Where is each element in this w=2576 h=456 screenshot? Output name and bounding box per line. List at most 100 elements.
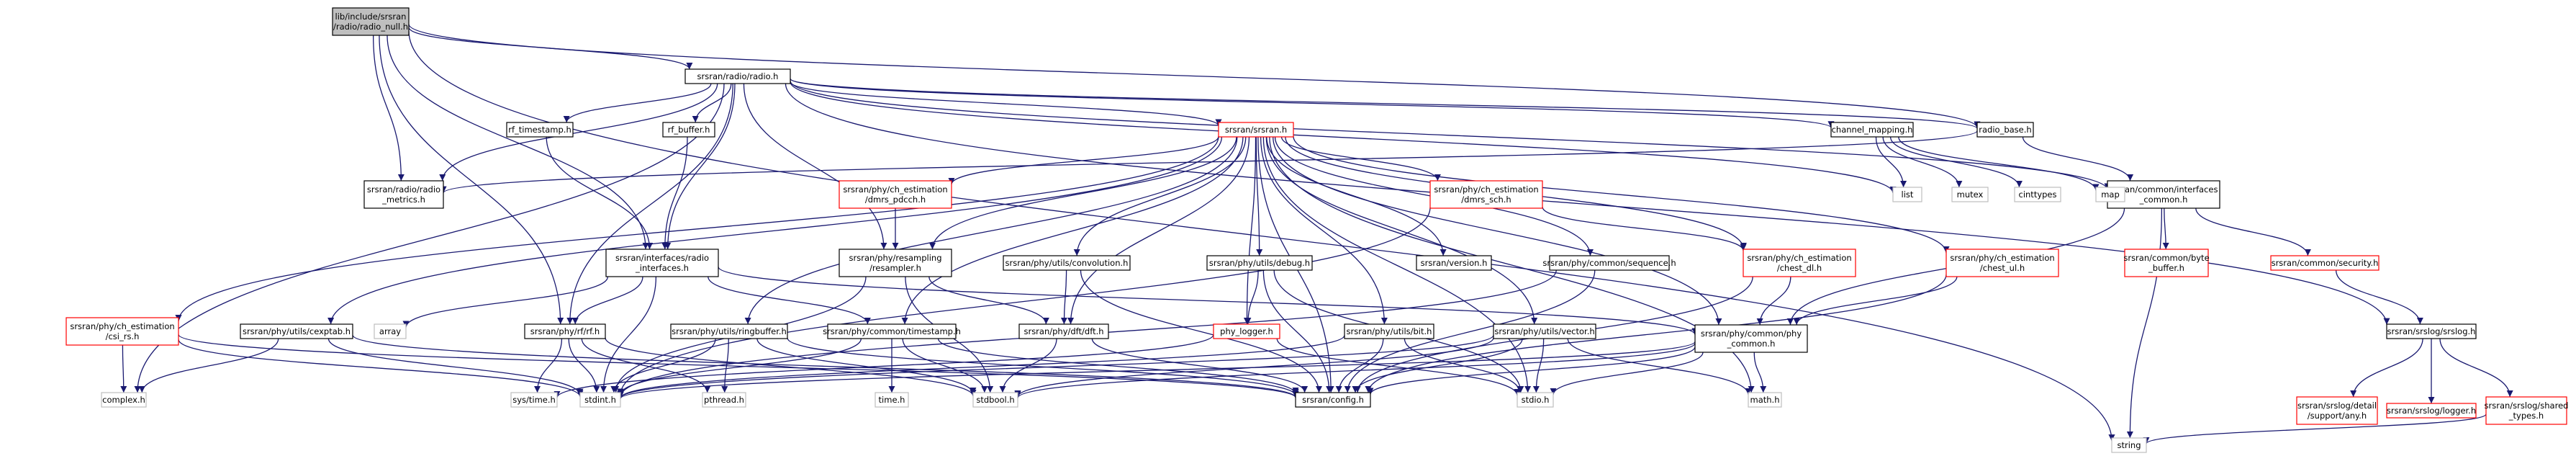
node-security[interactable]: srsran/common/security.h [2270, 255, 2380, 271]
node-map[interactable]: map [2095, 187, 2125, 202]
node-timestamp[interactable]: srsran/phy/common/timestamp.h [823, 323, 961, 339]
node-channel_mapping[interactable]: channel_mapping.h [1830, 122, 1914, 138]
node-logger[interactable]: srsran/srslog/logger.h [2386, 403, 2477, 419]
node-phy_logger[interactable]: phy_logger.h [1213, 323, 1280, 339]
node-math[interactable]: math.h [1748, 392, 1782, 408]
node-radio_base[interactable]: radio_base.h [1976, 122, 2034, 138]
node-convolution[interactable]: srsran/phy/utils/convolution.h [1003, 255, 1131, 271]
node-root[interactable]: lib/include/srsran/radio/radio_null.h [332, 7, 410, 36]
node-radio[interactable]: srsran/radio/radio.h [684, 68, 791, 84]
edge-rfft-to-stdint [568, 338, 600, 393]
edge-timestamp-to-stdbool [902, 338, 988, 393]
node-label: rf_timestamp.h [508, 125, 571, 135]
edge-interfaces_common-to-security [2195, 207, 2311, 256]
node-dft[interactable]: srsran/phy/dft/dft.h [1018, 323, 1109, 339]
node-complex[interactable]: complex.h [101, 392, 147, 408]
node-box [1416, 255, 1492, 271]
node-shared_types[interactable]: srsran/srslog/shared_types.h [2485, 396, 2569, 425]
edge-srsran-to-dft [1067, 136, 1250, 325]
edge-radio_interfaces-to-phy_common [718, 267, 1699, 335]
node-label: pthread.h [704, 395, 744, 405]
node-interfaces_common[interactable]: srsran/common/interfaces_common.h [2107, 180, 2220, 209]
node-box [1951, 187, 1989, 202]
node-resampler[interactable]: srsran/phy/resampling/resampler.h [839, 249, 952, 277]
node-list[interactable]: list [1892, 187, 1922, 202]
node-radio_metrics[interactable]: srsran/radio/radio_metrics.h [363, 180, 444, 209]
edge-root-to-radio_base [408, 24, 1981, 128]
node-ringbuffer[interactable]: srsran/phy/utils/ringbuffer.h [670, 323, 788, 339]
node-chest_ul[interactable]: srsran/phy/ch_estimation/chest_ul.h [1945, 249, 2059, 277]
node-label: srsran/phy/resampling [849, 253, 942, 263]
node-stdint[interactable]: stdint.h [579, 392, 621, 408]
node-label: mutex [1957, 189, 1984, 200]
edge-timestamp-to-config [937, 338, 1299, 395]
edge-convolution-to-config [1080, 269, 1323, 393]
edge-srsran-to-cexptab [327, 136, 1223, 325]
node-label: _metrics.h [381, 195, 425, 205]
edge-channel_mapping-to-map [1898, 136, 2100, 191]
node-vector[interactable]: srsran/phy/utils/vector.h [1493, 323, 1596, 339]
node-label: /dmrs_pdcch.h [865, 195, 926, 205]
node-systime[interactable]: sys/time.h [510, 392, 558, 408]
edge-cexptab-to-config [352, 334, 1299, 398]
node-label: cinttypes [2019, 189, 2057, 200]
node-config[interactable]: srsran/config.h [1295, 392, 1371, 408]
node-pthread[interactable]: pthread.h [702, 392, 746, 408]
node-byte_buffer[interactable]: srsran/common/byte_buffer.h [2123, 249, 2210, 277]
edge-ringbuffer-to-stdint [610, 338, 716, 393]
node-srsran[interactable]: srsran/srsran.h [1218, 122, 1294, 138]
node-version[interactable]: srsran/version.h [1416, 255, 1492, 271]
edge-root-to-rfft [379, 35, 564, 325]
node-debug[interactable]: srsran/phy/utils/debug.h [1206, 255, 1313, 271]
node-string[interactable]: string [2111, 437, 2147, 453]
node-stdio[interactable]: stdio.h [1517, 392, 1554, 408]
edge-chest_dl-to-phy_common [1756, 276, 1791, 326]
node-csi_rs[interactable]: srsran/phy/ch_estimation/csi_rs.h [65, 317, 179, 346]
node-cexptab[interactable]: srsran/phy/utils/cexptab.h [240, 323, 353, 339]
node-stdbool[interactable]: stdbool.h [972, 392, 1018, 408]
node-label: /support/any.h [2308, 411, 2367, 421]
node-rfft[interactable]: srsran/phy/rf/rf.h [524, 323, 606, 339]
node-detail_any[interactable]: srsran/srslog/detail/support/any.h [2296, 396, 2378, 425]
node-rf_timestamp[interactable]: rf_timestamp.h [506, 122, 574, 138]
node-mutex[interactable]: mutex [1951, 187, 1989, 202]
dependency-edges [120, 24, 2513, 444]
node-label: srsran/phy/utils/cexptab.h [243, 326, 351, 336]
edge-csi_rs-to-complex [120, 344, 127, 393]
edge-radio-to-srsran [790, 81, 1222, 126]
edge-radio-to-radio_interfaces [664, 83, 736, 250]
edge-radio-to-list [790, 81, 1897, 194]
node-box [1743, 249, 1856, 277]
node-label: channel_mapping.h [1832, 125, 1913, 135]
node-chest_dl[interactable]: srsran/phy/ch_estimation/chest_dl.h [1743, 249, 1856, 277]
node-label: srsran/phy/utils/convolution.h [1005, 258, 1129, 268]
edge-debug-to-phy_logger [1244, 269, 1259, 325]
edge-bit-to-stdint [617, 335, 1345, 398]
edge-srsran-to-convolution [1073, 136, 1247, 256]
node-box [506, 122, 574, 138]
node-box [1517, 392, 1554, 408]
node-rf_buffer[interactable]: rf_buffer.h [662, 122, 715, 138]
edge-srsran-to-stdio [1262, 136, 1532, 393]
node-array[interactable]: array [374, 323, 407, 339]
node-bit[interactable]: srsran/phy/utils/bit.h [1344, 323, 1434, 339]
node-dmrs_sch[interactable]: srsran/phy/ch_estimation/dmrs_sch.h [1429, 180, 1543, 209]
node-dmrs_pdcch[interactable]: srsran/phy/ch_estimation/dmrs_pdcch.h [839, 180, 952, 209]
node-srslog[interactable]: srsran/srslog/srslog.h [2386, 323, 2477, 339]
edge-radio_interfaces-to-timestamp [708, 276, 871, 325]
node-radio_interfaces[interactable]: srsran/interfaces/radio_interfaces.h [605, 249, 719, 277]
edge-phy_common-to-math [1753, 352, 1767, 393]
node-box [839, 249, 952, 277]
node-box [2386, 323, 2477, 339]
node-box [702, 392, 746, 408]
node-cinttypes[interactable]: cinttypes [2014, 187, 2061, 202]
node-label: phy_logger.h [1220, 326, 1273, 336]
node-box [374, 323, 407, 339]
node-sequence[interactable]: srsran/phy/common/sequence.h [1542, 255, 1676, 271]
node-phy_common[interactable]: srsran/phy/common/phy_common.h [1694, 324, 1808, 353]
node-label: srsran/radio/radio [367, 184, 440, 195]
edge-srslog-to-shared_types [2439, 338, 2513, 398]
node-label: stdbool.h [976, 395, 1014, 405]
node-timeh[interactable]: time.h [875, 392, 909, 408]
